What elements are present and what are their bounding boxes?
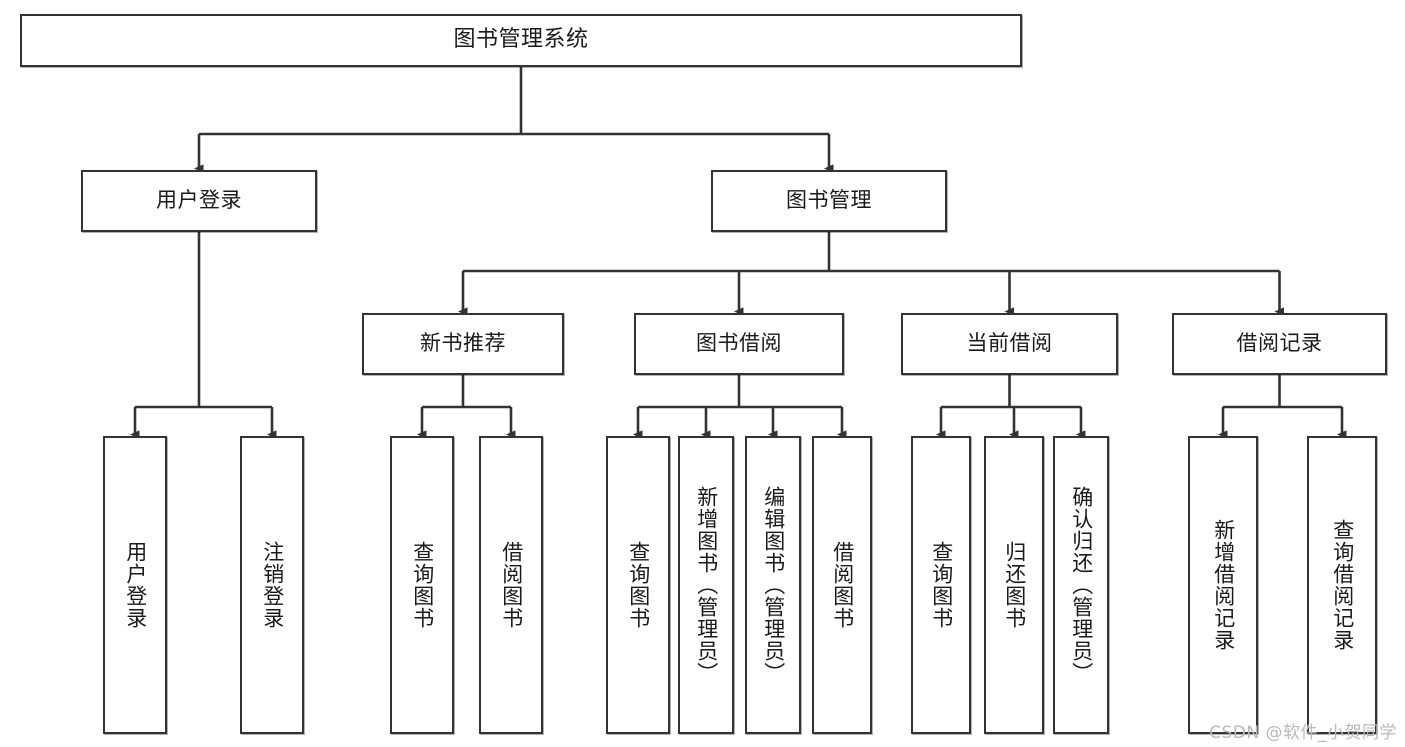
leaf-node-5[interactable]: 新增图书（管理员）: [678, 436, 734, 734]
leaf-node-10[interactable]: 确认归还（管理员）: [1053, 436, 1109, 734]
leaf-node-12[interactable]: 查询借阅记录: [1307, 436, 1377, 734]
leaf-node-label: 查询图书: [626, 541, 651, 629]
level2-node-2[interactable]: 当前借阅: [901, 313, 1118, 375]
level2-node-0[interactable]: 新书推荐: [362, 313, 564, 375]
leaf-node-8[interactable]: 查询图书: [911, 436, 971, 734]
leaf-node-label: 查询借阅记录: [1330, 519, 1355, 651]
leaf-node-label: 注销登录: [260, 541, 285, 629]
leaf-node-label: 确认归还（管理员）: [1069, 486, 1094, 684]
leaf-node-0[interactable]: 用户登录: [103, 436, 167, 734]
level2-node-1[interactable]: 图书借阅: [634, 313, 844, 375]
root-node-label: 图书管理系统: [453, 27, 589, 53]
level1-node-label: 图书管理: [786, 188, 872, 213]
leaf-node-label: 借阅图书: [499, 541, 524, 629]
level2-node-label: 图书借阅: [696, 331, 782, 356]
leaf-node-label: 借阅图书: [830, 541, 855, 629]
level2-node-3[interactable]: 借阅记录: [1172, 313, 1387, 375]
leaf-node-6[interactable]: 编辑图书（管理员）: [745, 436, 801, 734]
level2-node-label: 借阅记录: [1236, 331, 1323, 356]
leaf-node-label: 编辑图书（管理员）: [761, 486, 786, 684]
leaf-node-label: 归还图书: [1002, 541, 1027, 629]
level1-node-label: 用户登录: [156, 188, 242, 213]
leaf-node-4[interactable]: 查询图书: [606, 436, 670, 734]
leaf-node-3[interactable]: 借阅图书: [479, 436, 543, 734]
leaf-node-label: 查询图书: [410, 541, 435, 629]
leaf-node-9[interactable]: 归还图书: [984, 436, 1044, 734]
leaf-node-label: 新增图书（管理员）: [694, 486, 719, 684]
leaf-node-label: 新增借阅记录: [1211, 519, 1236, 651]
level1-node-1[interactable]: 图书管理: [711, 170, 947, 232]
level1-node-0[interactable]: 用户登录: [81, 170, 317, 232]
leaf-node-11[interactable]: 新增借阅记录: [1188, 436, 1258, 734]
leaf-node-label: 用户登录: [123, 541, 148, 629]
leaf-node-1[interactable]: 注销登录: [240, 436, 304, 734]
root-node-0[interactable]: 图书管理系统: [20, 14, 1022, 67]
level2-node-label: 当前借阅: [966, 331, 1053, 356]
leaf-node-label: 查询图书: [929, 541, 954, 629]
leaf-node-7[interactable]: 借阅图书: [812, 436, 872, 734]
leaf-node-2[interactable]: 查询图书: [390, 436, 454, 734]
level2-node-label: 新书推荐: [420, 331, 506, 356]
